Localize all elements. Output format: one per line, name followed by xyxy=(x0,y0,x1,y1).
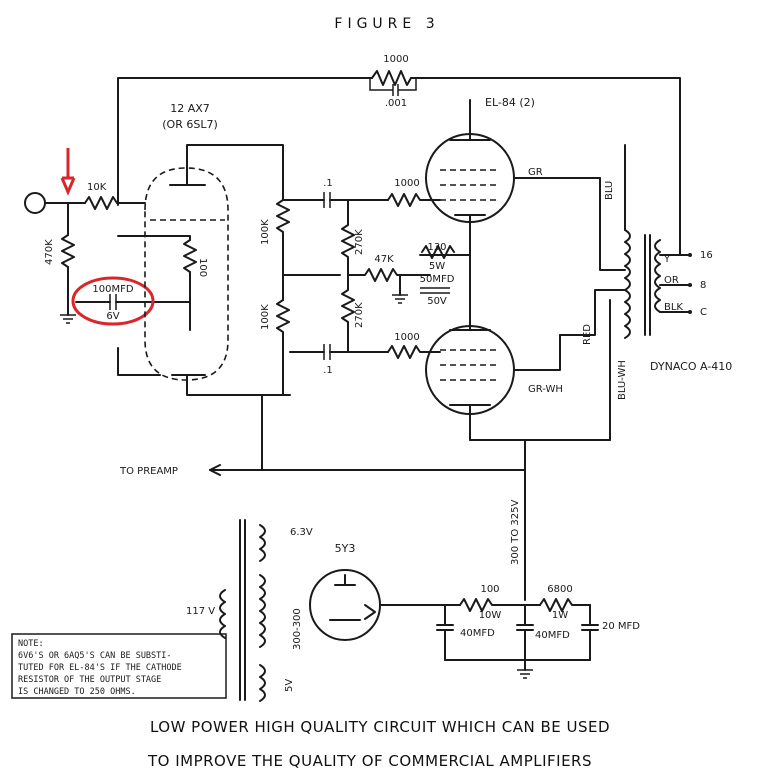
output-tube-name: EL-84 (2) xyxy=(485,96,535,109)
caption-line-1: LOW POWER HIGH QUALITY CIRCUIT WHICH CAN… xyxy=(150,718,610,736)
tap-8-label: 8 xyxy=(700,280,706,291)
feedback-capacitor-label: .001 xyxy=(385,98,407,109)
interstage: .1 1000 .1 1000 270K 270K 47K 130 5W 50M… xyxy=(282,178,471,376)
tap-or-label: OR xyxy=(664,275,679,286)
grid-resistor-label: 470K xyxy=(44,239,55,265)
cathode-out-cap-voltage: 50V xyxy=(427,296,447,307)
filament-5v-label: 5V xyxy=(284,679,295,692)
stop-resistor-1-label: 1000 xyxy=(394,178,419,189)
tap-y-label: Y xyxy=(663,254,671,265)
cathode-cap-label: 100MFD xyxy=(92,284,133,295)
to-preamp-label: TO PREAMP xyxy=(119,466,178,477)
caption-line-2: TO IMPROVE THE QUALITY OF COMMERCIAL AMP… xyxy=(147,752,592,770)
arrow-left-icon xyxy=(209,464,221,476)
wire-red-label: RED xyxy=(582,324,593,345)
preamp-tube: 12 AX7 (OR 6SL7) 100 xyxy=(117,102,291,396)
plate-resistor-1-label: 100K xyxy=(260,219,271,245)
tap-16-label: 16 xyxy=(700,250,713,261)
filter-res-1-label: 100 xyxy=(480,584,499,595)
preamp-tube-name: 12 AX7 xyxy=(170,102,210,115)
filter-res-2-watt: 1W xyxy=(552,610,568,621)
input-resistor-label: 10K xyxy=(87,182,107,193)
note-title: NOTE: xyxy=(18,639,44,649)
ground-icon xyxy=(60,314,76,324)
grid-leak-1-label: 270K xyxy=(354,229,365,255)
input-stage: 10K 470K 100MFD 6V xyxy=(24,148,191,326)
b-plus-bus: TO PREAMP 300 TO 325V xyxy=(119,439,526,601)
wire-blu-label: BLU xyxy=(604,181,615,200)
preamp-tube-alt: (OR 6SL7) xyxy=(162,118,218,131)
output-tubes: EL-84 (2) GR GR-WH xyxy=(425,96,601,441)
filter-res-1-watt: 10W xyxy=(479,610,502,621)
note-line-3: RESISTOR OF THE OUTPUT STAGE xyxy=(18,675,161,685)
wire-gr-label: GR xyxy=(528,167,543,178)
figure-title: FIGURE 3 xyxy=(334,16,439,32)
filter-cap-2-label: 40MFD xyxy=(535,630,570,641)
note-box: NOTE: 6V6'S OR 6AQ5'S CAN BE SUBSTI- TUT… xyxy=(11,633,227,699)
plate-resistor-2-label: 100K xyxy=(260,304,271,330)
power-supply: 5Y3 117 V 6.3V 300-300 5V 100 10W 6800 1… xyxy=(186,519,640,702)
filter-res-2-label: 6800 xyxy=(547,584,572,595)
wire-grwh-label: GR-WH xyxy=(528,384,563,395)
tap-blk-label: BLK xyxy=(664,302,683,313)
wire-bluwh-label: BLU-WH xyxy=(617,360,628,400)
note-line-1: 6V6'S OR 6AQ5'S CAN BE SUBSTI- xyxy=(18,651,172,661)
cathode-out-res-label: 130 xyxy=(427,242,446,253)
filament-63v-label: 6.3V xyxy=(290,527,313,538)
mains-voltage-label: 117 V xyxy=(186,606,215,617)
ground-icon xyxy=(517,669,533,679)
cathode-cap-voltage: 6V xyxy=(106,311,119,322)
transformer-name: DYNACO A-410 xyxy=(650,360,732,373)
filter-cap-1-label: 40MFD xyxy=(460,628,495,639)
input-jack-icon xyxy=(24,192,46,214)
output-transformer: BLU Y 16 OR 8 BLK C DYNACO A-410 RED BLU… xyxy=(519,144,732,441)
bias-resistor-label: 47K xyxy=(374,254,394,265)
grid-leak-2-label: 270K xyxy=(354,302,365,328)
cathode-resistor-label: 100 xyxy=(197,258,208,277)
stop-resistor-2-label: 1000 xyxy=(394,332,419,343)
highlight-circle xyxy=(71,276,155,326)
highlight-arrow-icon xyxy=(60,148,76,196)
filter-cap-3-label: 20 MFD xyxy=(602,621,640,632)
tap-c-label: C xyxy=(700,307,707,318)
rectifier-name: 5Y3 xyxy=(335,542,356,555)
feedback-network: 1000 .001 xyxy=(117,54,681,256)
b-plus-voltage: 300 TO 325V xyxy=(510,499,521,565)
note-line-2: TUTED FOR EL-84'S IF THE CATHODE xyxy=(18,663,182,673)
note-line-4: IS CHANGED TO 250 OHMS. xyxy=(18,687,136,697)
feedback-resistor-label: 1000 xyxy=(383,54,408,65)
plate-loads: 100K 100K xyxy=(260,199,341,471)
hv-winding-label: 300-300 xyxy=(292,608,303,650)
ground-icon xyxy=(392,294,408,304)
coupling-cap-2-label: .1 xyxy=(323,365,333,376)
cathode-out-res-watt: 5W xyxy=(429,261,445,272)
coupling-cap-1-label: .1 xyxy=(323,178,333,189)
cathode-out-cap-label: 50MFD xyxy=(420,274,455,285)
